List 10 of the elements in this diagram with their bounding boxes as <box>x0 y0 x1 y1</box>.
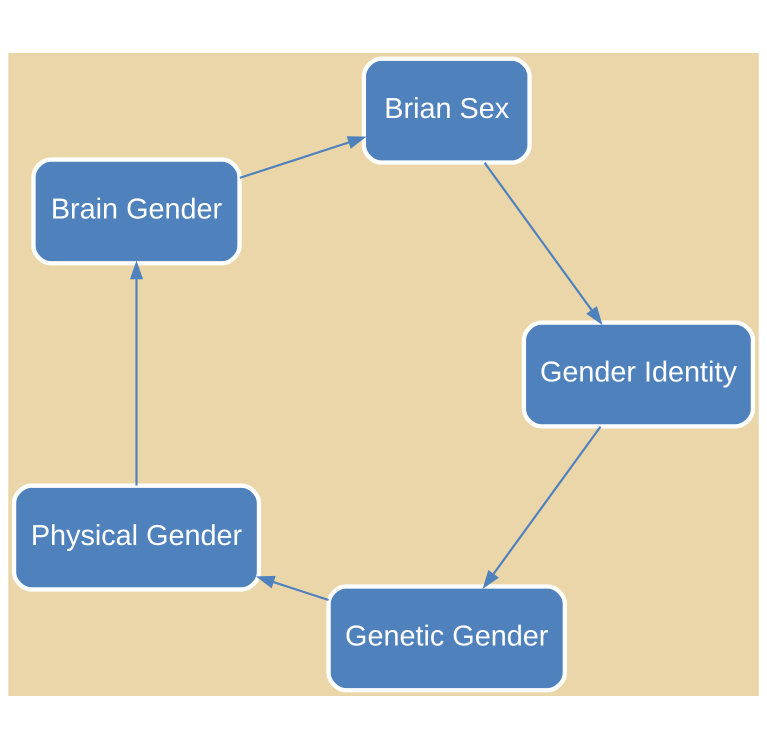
node-box: Genetic Gender <box>326 584 567 692</box>
arrow <box>130 260 144 486</box>
arrow <box>482 426 602 588</box>
arrow <box>239 136 367 178</box>
node-box: Brian Sex <box>362 56 532 164</box>
node-box: Gender Identity <box>522 320 756 428</box>
node-box: Physical Gender <box>12 483 262 592</box>
arrow <box>256 575 329 600</box>
arrow <box>484 162 603 325</box>
node-box: Brain Gender <box>31 156 242 265</box>
